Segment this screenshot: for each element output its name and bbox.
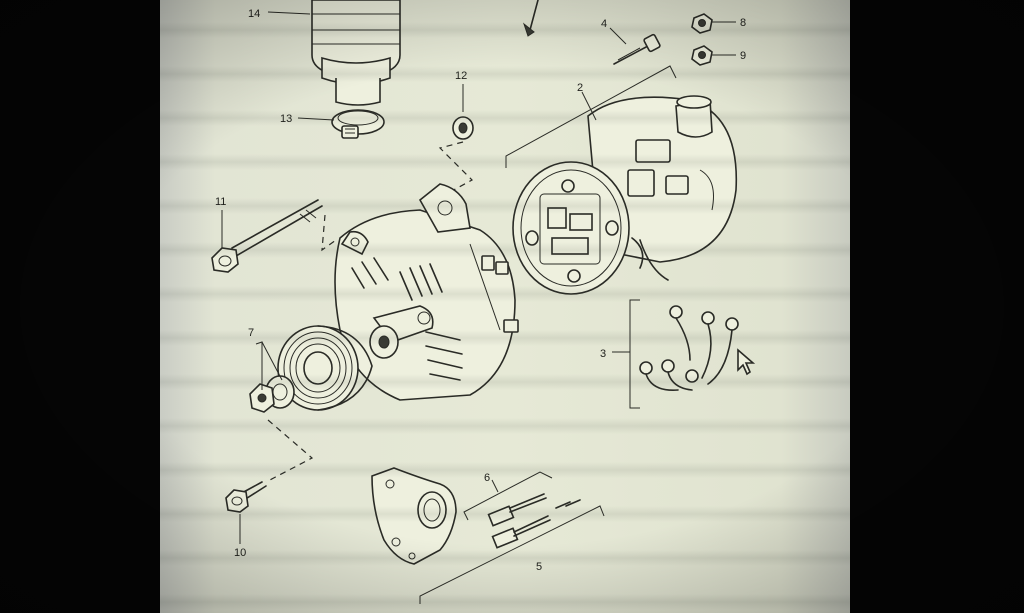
part-14-hose-clamp — [331, 109, 385, 139]
part-9-nut — [691, 45, 713, 66]
callout-8: 8 — [740, 17, 746, 29]
callout-9: 9 — [740, 50, 746, 62]
callout-10: 10 — [234, 547, 246, 559]
part-8-nut — [691, 13, 713, 34]
callout-4: 4 — [601, 18, 607, 30]
leader-lines — [221, 11, 736, 544]
callout-labels: 14 13 12 11 4 8 9 2 3 7 10 6 5 — [215, 8, 746, 573]
callout-2: 2 — [577, 82, 583, 94]
part-5-brush-holder — [371, 467, 605, 604]
part-2-rear-housing — [505, 65, 738, 295]
callout-13: 14 — [248, 8, 260, 20]
part-7-pulley — [249, 325, 399, 413]
callout-12: 12 — [455, 70, 467, 82]
alternator-body — [334, 183, 519, 401]
part-13-cylinder — [311, 0, 401, 106]
part-11-long-bolt — [211, 199, 337, 273]
callout-3: 3 — [600, 348, 606, 360]
callout-5: 5 — [536, 561, 542, 573]
callout-7: 7 — [248, 327, 254, 339]
part-4-bolt — [613, 33, 661, 65]
callout-14: 13 — [280, 113, 292, 125]
part-6-brushes — [463, 471, 581, 549]
part-3-cable-set — [629, 299, 756, 409]
cursor-icon — [737, 348, 756, 376]
callout-11: 11 — [215, 196, 226, 208]
callout-6: 6 — [484, 472, 490, 484]
arrow-indicator — [522, 0, 539, 37]
part-10-bolt — [225, 419, 314, 513]
part-12-washer — [438, 116, 474, 193]
